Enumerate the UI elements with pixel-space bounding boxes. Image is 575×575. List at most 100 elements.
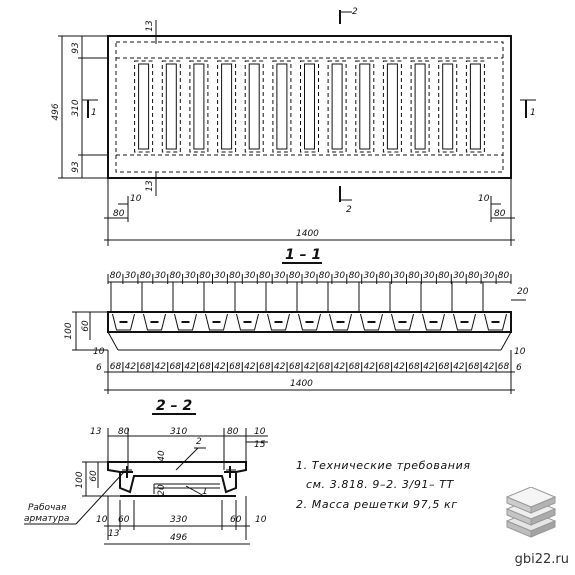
- section-1-bottom-dim: 68: [169, 362, 181, 372]
- plan-slots: [134, 60, 485, 153]
- section-1-trough: [112, 313, 135, 331]
- section-1-top-dim: 80: [110, 271, 122, 281]
- section-1-left-10: 10: [93, 347, 105, 357]
- section-1-profiles: [110, 282, 507, 331]
- section-1-bottom-dim: 68: [289, 362, 301, 372]
- plan-slot: [331, 63, 343, 150]
- plan-slot-outline: [189, 60, 209, 153]
- section-2-top-80-left: 80: [118, 427, 130, 437]
- section-1-top-dim: 30: [393, 271, 405, 281]
- section-2-bottom-330: 330: [170, 515, 187, 525]
- section-1-trough: [236, 313, 259, 331]
- section-2-left-10: 10: [96, 515, 108, 525]
- note-2: 2. Масса решетки 97,5 кг: [296, 498, 458, 511]
- section-2-view: 2 – 2 13 80 310 80 10 15 2 1 40 20: [24, 398, 268, 545]
- section-2-bottom-60-right: 60: [230, 515, 242, 525]
- section-2-callout-1: 1: [202, 487, 208, 497]
- plan-top-band-label: 93: [71, 42, 81, 54]
- section-1-top-dim: 30: [154, 271, 166, 281]
- section-2-top-15: 15: [254, 440, 266, 450]
- section-1-trough: [329, 313, 352, 331]
- section-1-top-dim: 80: [498, 271, 510, 281]
- section-1-top-dim: 30: [244, 271, 256, 281]
- section-1-trough: [360, 313, 383, 331]
- plan-bottom-left-small: 10: [130, 194, 142, 204]
- plan-slot-outline: [465, 60, 485, 153]
- section-1-bottom-dim: 68: [140, 362, 152, 372]
- section-2-height-100: 100: [75, 471, 85, 488]
- section-2-top-310: 310: [170, 427, 187, 437]
- section-1-bottom-dim: 42: [393, 362, 405, 372]
- section-2-height-60: 60: [89, 470, 99, 482]
- plan-slot: [442, 63, 454, 150]
- plan-overall-length: 1400: [296, 229, 319, 239]
- section-1-top-dim: 80: [349, 271, 361, 281]
- section-2-inner-40: 40: [157, 450, 167, 462]
- section-1-overall: 1400: [290, 379, 313, 389]
- section-2-top-10: 10: [254, 427, 266, 437]
- note-1-line-1: 1. Технические требования: [296, 459, 471, 472]
- section-1-bottom-dim: 68: [408, 362, 420, 372]
- section-1-top-dim: 80: [140, 271, 152, 281]
- section-2-title: 2 – 2: [156, 398, 192, 414]
- section-1-top-dim: 80: [199, 271, 211, 281]
- plan-slot: [193, 63, 205, 150]
- section-1-bottom-dim: 68: [110, 362, 122, 372]
- section-1-top-dim: 30: [334, 271, 346, 281]
- section-1-trough: [267, 313, 290, 331]
- section-1-title: 1 – 1: [285, 247, 321, 263]
- stacked-slabs-logo: [505, 487, 557, 538]
- note-1-line-2: см. 3.818. 9–2. 3/91– ТТ: [306, 478, 455, 491]
- plan-bottom-band-label: 93: [71, 161, 81, 173]
- section-1-trough: [205, 313, 228, 331]
- rebar-label-line-1: Рабочая: [28, 503, 67, 513]
- plan-slot-outline: [355, 60, 375, 153]
- plan-slot-outline: [217, 60, 237, 153]
- plan-outline: [107, 35, 512, 179]
- section-1-top-dim: 80: [438, 271, 450, 281]
- section-1-top-dim: 80: [468, 271, 480, 281]
- section-1-top-dim: 80: [408, 271, 420, 281]
- plan-slot-outline: [300, 60, 319, 153]
- section-1-bottom-dim: 42: [363, 362, 375, 372]
- plan-view: 496 93 310 93 13 13 1 1 2 2 10 10 80 80: [51, 7, 536, 246]
- rebar-label-line-2: арматура: [24, 514, 69, 524]
- section-1-marker-right: 1: [530, 108, 536, 118]
- plan-slot-outline: [134, 60, 154, 153]
- section-2-callout-2: 2: [196, 437, 202, 447]
- plan-inner-dashed: [115, 41, 504, 173]
- section-1-inner-height: 60: [81, 320, 91, 332]
- plan-width-label: 496: [51, 103, 61, 120]
- plan-slot: [276, 63, 288, 150]
- section-2-marker-bottom: 2: [346, 205, 352, 215]
- section-1-trough: [143, 313, 166, 331]
- section-1-bottom-dim: 42: [453, 362, 465, 372]
- plan-slot-outline: [161, 60, 181, 153]
- plan-slot: [304, 63, 315, 150]
- section-1-right-10: 10: [514, 347, 526, 357]
- section-1-left-6: 6: [96, 363, 102, 373]
- plan-slot: [386, 63, 398, 150]
- section-1-trough: [391, 313, 414, 331]
- plan-slot-outline: [327, 60, 347, 153]
- section-1-bottom-dim: 68: [259, 362, 271, 372]
- plan-slot-outline: [272, 60, 292, 153]
- section-1-top-dim: 30: [304, 271, 316, 281]
- section-1-top-dim: 80: [229, 271, 241, 281]
- section-1-bottom-dim: 42: [214, 362, 226, 372]
- section-1-right-6: 6: [516, 363, 522, 373]
- plan-slot: [469, 63, 481, 150]
- section-1-bottom-dim: 42: [274, 362, 286, 372]
- plan-slot: [359, 63, 371, 150]
- section-1-bottom-dim: 42: [184, 362, 196, 372]
- plan-bottom-offset-label: 13: [145, 180, 155, 192]
- section-1-bottom-dim: 68: [378, 362, 390, 372]
- section-1-bottom-dim: 42: [334, 362, 346, 372]
- section-1-bottom-dim: 42: [423, 362, 435, 372]
- section-1-top-dim: 30: [125, 271, 137, 281]
- section-1-top-dim: 30: [363, 271, 375, 281]
- section-1-bottom-dim: 68: [438, 362, 450, 372]
